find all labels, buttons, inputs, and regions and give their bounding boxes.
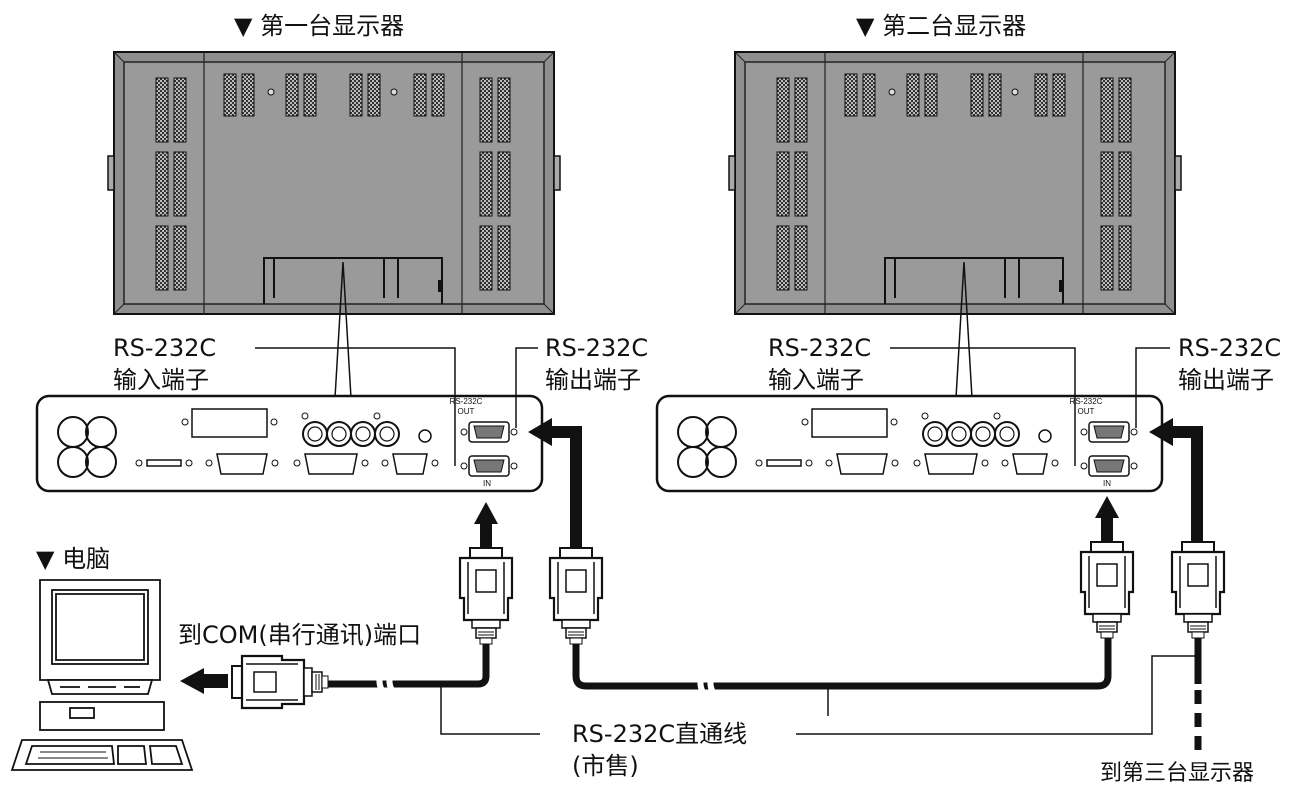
- arrow-up-head-1: [474, 502, 498, 524]
- arrow-up-shaft-2: [1101, 516, 1113, 542]
- cable-leader-left: [440, 686, 540, 735]
- monitor-2-callout: [955, 261, 973, 399]
- connector-monitor-1-in: [458, 546, 514, 646]
- monitor-2-out-label-line1: RS-232C: [1178, 334, 1281, 362]
- cables: [300, 606, 1202, 750]
- connector-monitor-1-out: [548, 546, 604, 646]
- third-monitor-label: 到第三台显示器: [1100, 761, 1254, 786]
- arrow-left-shaft-2: [1172, 426, 1203, 546]
- arrow-up-shaft-1: [480, 522, 492, 548]
- arrow-left-head-1: [528, 418, 552, 446]
- cable-label-line2: (市售): [572, 752, 639, 780]
- monitor-2-back-view: [728, 51, 1182, 315]
- break-mark-2: [386, 670, 397, 696]
- cable-label-group: RS-232C直通线 (市售): [440, 655, 1198, 780]
- cable-monitor-1-to-monitor-2: [572, 606, 1112, 690]
- monitor-2-in-leader: [890, 347, 1076, 466]
- monitor-2-in-label-line1: RS-232C: [768, 334, 871, 362]
- cable-label-line1: RS-232C直通线: [572, 720, 747, 748]
- monitor-2-in-label-line2: 输入端子: [768, 366, 864, 394]
- monitor-1-out-label-line1: RS-232C: [545, 334, 648, 362]
- cable-leader-right: [796, 655, 1198, 735]
- cable-pc-to-monitor-1: [300, 614, 490, 688]
- monitor-2-out-label-line2: 输出端子: [1178, 366, 1274, 394]
- arrow-up-head-2: [1095, 496, 1119, 518]
- monitor-1-out-label-line2: 输出端子: [545, 366, 641, 394]
- pc-system-unit: [39, 701, 165, 731]
- monitor-1-title: ▼ 第一台显示器: [234, 12, 404, 40]
- monitor-2-out-leader: [1135, 347, 1170, 428]
- arrow-to-pc-shaft: [202, 674, 228, 688]
- monitor-1-back-view: [107, 51, 561, 315]
- monitor-1-callout: [334, 261, 352, 399]
- monitor-1-in-label-line1: RS-232C: [113, 334, 216, 362]
- com-port-label: 到COM(串行通讯)端口: [178, 621, 421, 649]
- arrow-left-shaft-1: [551, 426, 582, 550]
- monitor-1-out-leader: [515, 347, 538, 428]
- pc-keyboard: [10, 739, 194, 771]
- break-mark-3: [697, 672, 708, 698]
- arrow-left-head-2: [1149, 418, 1173, 446]
- computer-title: ▼ 电脑: [36, 545, 110, 573]
- monitor-1-in-tag: IN: [483, 479, 491, 488]
- break-mark-1: [376, 670, 387, 696]
- arrows: [180, 418, 1203, 694]
- connector-pc: [230, 654, 330, 710]
- break-mark-4: [707, 672, 718, 698]
- arrow-to-pc-head: [180, 668, 204, 694]
- connector-monitor-2-out: [1170, 540, 1226, 640]
- connector-monitor-2-in: [1079, 540, 1135, 640]
- computer: ▼ 电脑: [10, 545, 194, 771]
- pc-monitor-screen: [51, 589, 149, 665]
- monitor-2-title: ▼ 第二台显示器: [856, 12, 1026, 40]
- monitor-1-in-label-line2: 输入端子: [113, 366, 209, 394]
- monitor-2-in-tag: IN: [1103, 479, 1111, 488]
- monitor-1-in-leader: [255, 347, 456, 466]
